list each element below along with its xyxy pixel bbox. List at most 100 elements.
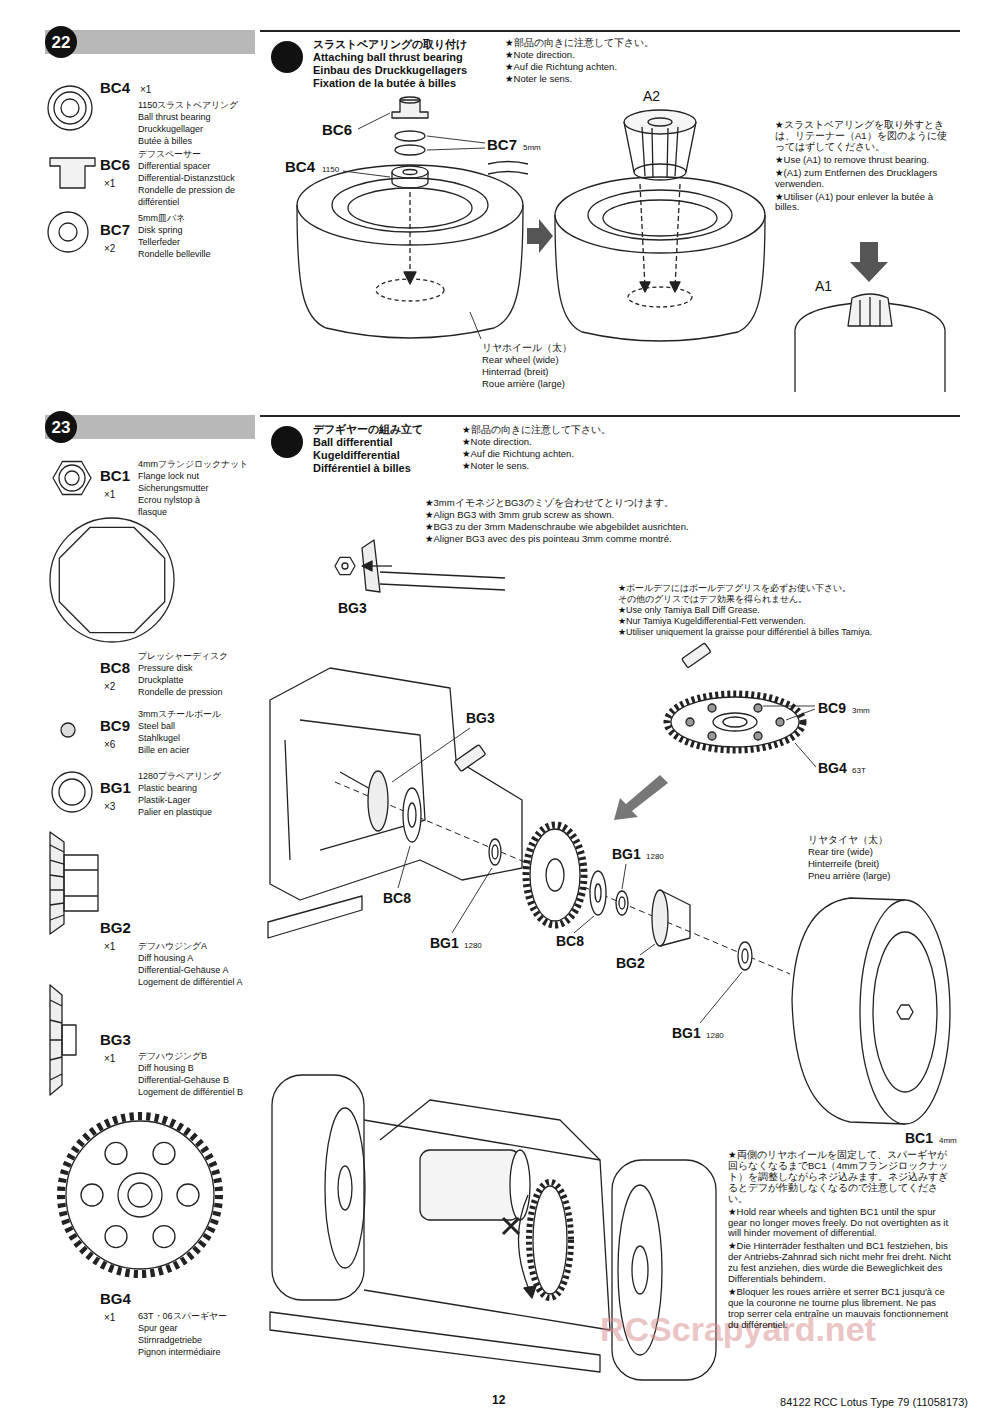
size-marker: 3mm bbox=[852, 706, 870, 715]
nut-icon bbox=[53, 462, 91, 495]
label-text: デフスペーサー bbox=[138, 149, 201, 159]
differential-parts bbox=[590, 871, 606, 915]
part-code: BC4 bbox=[285, 158, 315, 175]
instruction-note: ★Use (A1) to remove thrust bearing. bbox=[775, 155, 953, 166]
step-heading: Einbau des Druckkugellagers bbox=[313, 64, 467, 77]
label-text: Logement de différentiel B bbox=[138, 1087, 243, 1097]
label-text: ★Note direction. bbox=[462, 437, 532, 448]
label-text: différentiel bbox=[138, 197, 179, 207]
differential-parts bbox=[738, 942, 752, 970]
grub-screw-inset bbox=[372, 565, 392, 566]
label-text: Palier en plastique bbox=[138, 807, 212, 817]
bearing-icon bbox=[59, 779, 85, 805]
part-code: BG2 bbox=[100, 919, 131, 936]
step-number-text: 23 bbox=[52, 419, 71, 436]
part-stack bbox=[392, 97, 428, 284]
step-number-text: 23 bbox=[281, 436, 293, 449]
housing-icon bbox=[64, 870, 98, 896]
nut-icon bbox=[59, 465, 85, 491]
part-stack bbox=[400, 97, 420, 103]
wheel-drawing bbox=[555, 177, 765, 253]
spur-gear-drawing bbox=[667, 694, 803, 750]
label-text: Diff housing B bbox=[138, 1063, 194, 1073]
car-drawing bbox=[533, 1186, 567, 1294]
step-heading: Ball differential bbox=[313, 436, 392, 449]
label-text: ★部品の向きに注意して下さい。 bbox=[505, 38, 654, 49]
label-text: Bille en acier bbox=[138, 745, 190, 755]
label-text: Disk spring bbox=[138, 225, 183, 235]
leader-line bbox=[343, 113, 485, 339]
step-heading: Fixation de la butée à billes bbox=[313, 77, 456, 90]
car-drawing bbox=[364, 1120, 610, 1330]
spur-gear-icon bbox=[105, 1226, 127, 1248]
label-text: Roue arrière (large) bbox=[482, 379, 565, 390]
part-code: BG1 bbox=[430, 935, 459, 951]
label-text: ★Aligner BG3 avec des pis pointeau 3mm c… bbox=[425, 534, 672, 545]
footer-text: 84122 RCC Lotus Type 79 (11058173) bbox=[780, 1396, 968, 1409]
grub-screw-inset bbox=[335, 557, 355, 574]
part-code: BG4 bbox=[818, 760, 847, 776]
tire-drawing bbox=[873, 932, 937, 1092]
push-arrow bbox=[614, 775, 668, 820]
step-heading: Kugeldifferential bbox=[313, 449, 400, 462]
bearing-icon bbox=[48, 86, 92, 130]
label-text: 4mmフランジロックナット bbox=[138, 459, 248, 469]
spacer-icon bbox=[50, 158, 95, 188]
label-text: Differential-Distanzstück bbox=[138, 173, 235, 183]
step-arrow bbox=[527, 219, 553, 253]
label-text: ★Note direction. bbox=[505, 50, 575, 61]
spacer-icon bbox=[50, 158, 95, 188]
housing-icon bbox=[50, 832, 98, 934]
label-text: Ecrou nylstop à bbox=[138, 495, 200, 505]
label-text: ★BG3 zu der 3mm Madenschraube wie abgebi… bbox=[425, 522, 689, 533]
car-drawing bbox=[325, 1108, 365, 1268]
chassis-drawing bbox=[270, 668, 522, 900]
instruction-note: ★(A1) zum Entfernen des Drucklagers verw… bbox=[775, 168, 953, 190]
label-text: Rondelle de pression de bbox=[138, 185, 235, 195]
label-text: ×1 bbox=[140, 84, 151, 96]
grease-tube bbox=[682, 643, 711, 668]
spur-gear-icon bbox=[153, 1142, 175, 1164]
retainer-drawing bbox=[640, 282, 650, 292]
spur-gear-icon bbox=[61, 1116, 219, 1274]
part-code: BC6 bbox=[322, 121, 352, 138]
label-text: Ball thrust bearing bbox=[138, 112, 211, 122]
label-text: flasque bbox=[138, 507, 167, 517]
grub-screw-inset bbox=[335, 540, 505, 592]
label-text: ★Auf die Richtung achten. bbox=[462, 449, 574, 460]
label-text: デフハウジングB bbox=[138, 1051, 207, 1061]
differential-parts bbox=[616, 891, 628, 915]
label-text: Pignon intermédiaire bbox=[138, 1347, 221, 1357]
part-code: BC8 bbox=[383, 890, 411, 906]
inset-drawing bbox=[860, 297, 880, 326]
car-drawing bbox=[510, 1150, 530, 1220]
part-code: BC6 bbox=[100, 156, 130, 173]
label-text: ★Noter le sens. bbox=[505, 74, 572, 85]
label-text: ×2 bbox=[104, 681, 115, 693]
part-stack bbox=[404, 272, 416, 284]
differential-parts bbox=[619, 897, 625, 909]
differential-parts bbox=[660, 890, 690, 946]
spur-gear-drawing bbox=[713, 713, 757, 731]
wheel-drawing bbox=[588, 190, 732, 240]
step-heading: Différentiel à billes bbox=[313, 462, 411, 475]
label-text: Steel ball bbox=[138, 721, 175, 731]
part-code: BC9 bbox=[818, 700, 846, 716]
housing-icon bbox=[62, 1025, 76, 1055]
grub-screw-inset bbox=[342, 563, 348, 569]
part-code: BG1 bbox=[612, 846, 641, 862]
housing-icon bbox=[64, 855, 98, 911]
label-text: ★Align BG3 with 3mm grub screw as shown. bbox=[425, 510, 614, 521]
label-text: Plastik-Lager bbox=[138, 795, 191, 805]
size-marker: 1280 bbox=[646, 852, 664, 861]
car-drawing bbox=[632, 1246, 648, 1294]
inset-drawing bbox=[850, 242, 888, 282]
label-text: 63T・06スパーギヤー bbox=[138, 1311, 227, 1321]
spur-gear-drawing bbox=[671, 697, 799, 747]
differential-parts bbox=[530, 829, 580, 921]
part-stack bbox=[392, 166, 428, 178]
push-arrow bbox=[614, 775, 668, 820]
spur-gear-icon bbox=[118, 1173, 162, 1217]
part-code: BC8 bbox=[556, 933, 584, 949]
